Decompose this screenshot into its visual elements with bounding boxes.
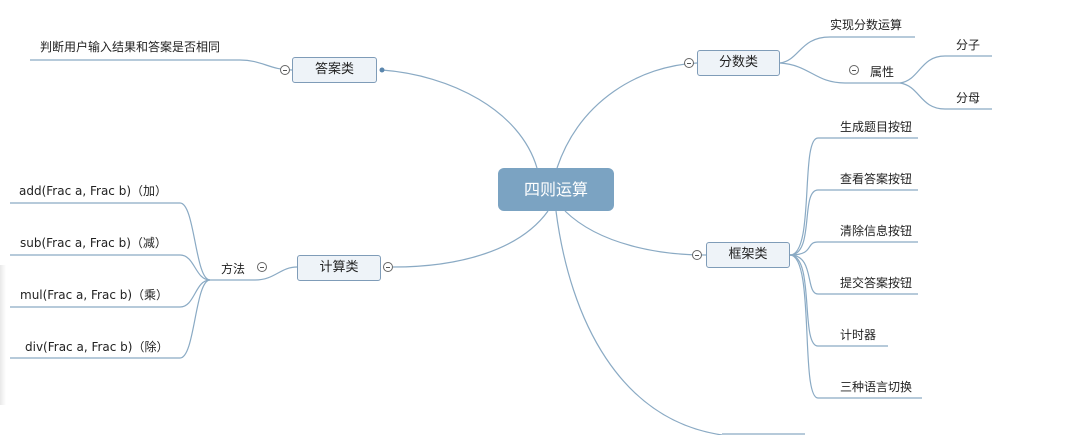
calc-item-mul: mul(Frac a, Frac b)（乘）	[20, 288, 169, 302]
central-topic-label: 四则运算	[523, 180, 588, 199]
fraction-numerator: 分子	[956, 38, 981, 52]
answer-note: 判断用户输入结果和答案是否相同	[40, 40, 221, 54]
frame-item-clear: 清除信息按钮	[840, 224, 913, 238]
calc-item-div: div(Frac a, Frac b)（除）	[25, 340, 169, 354]
calc-method[interactable]: 方法	[221, 262, 246, 276]
collapse-answer-icon[interactable]	[280, 65, 290, 75]
node-calc-class[interactable]: 计算类	[297, 255, 381, 281]
connector-center-calc	[392, 210, 549, 268]
frame-item-generate: 生成题目按钮	[840, 120, 913, 134]
node-fraction-class[interactable]: 分数类	[697, 50, 780, 76]
frame-item-language: 三种语言切换	[840, 380, 913, 394]
left-edge-shadow	[0, 265, 6, 405]
connector-center-bottom	[555, 210, 723, 435]
collapse-attr-icon[interactable]	[849, 65, 859, 75]
connector-center-answer	[381, 69, 538, 169]
collapse-method-icon[interactable]	[257, 262, 267, 272]
calc-item-sub: sub(Frac a, Frac b)（减）	[20, 236, 167, 250]
frame-item-view-answer: 查看答案按钮	[840, 172, 913, 186]
node-answer-class[interactable]: 答案类	[292, 57, 377, 83]
frame-item-timer: 计时器	[840, 328, 877, 342]
fraction-item-arith: 实现分数运算	[830, 18, 903, 32]
node-fraction-class-label: 分数类	[718, 55, 758, 70]
connector-center-fraction	[556, 62, 698, 169]
collapse-calc-icon[interactable]	[383, 262, 393, 272]
fraction-denominator: 分母	[956, 91, 981, 105]
collapse-frame-icon[interactable]	[692, 250, 702, 260]
node-answer-class-label: 答案类	[314, 62, 354, 77]
frame-item-submit: 提交答案按钮	[840, 276, 913, 290]
node-calc-class-label: 计算类	[319, 260, 359, 275]
collapse-fraction-icon[interactable]	[684, 58, 694, 68]
central-topic[interactable]: 四则运算	[498, 168, 614, 211]
node-frame-class-label: 框架类	[728, 247, 768, 262]
node-frame-class[interactable]: 框架类	[706, 242, 790, 268]
calc-item-add: add(Frac a, Frac b)（加）	[19, 184, 168, 198]
fraction-attr[interactable]: 属性	[870, 65, 895, 79]
connector-center-frame	[564, 210, 707, 256]
